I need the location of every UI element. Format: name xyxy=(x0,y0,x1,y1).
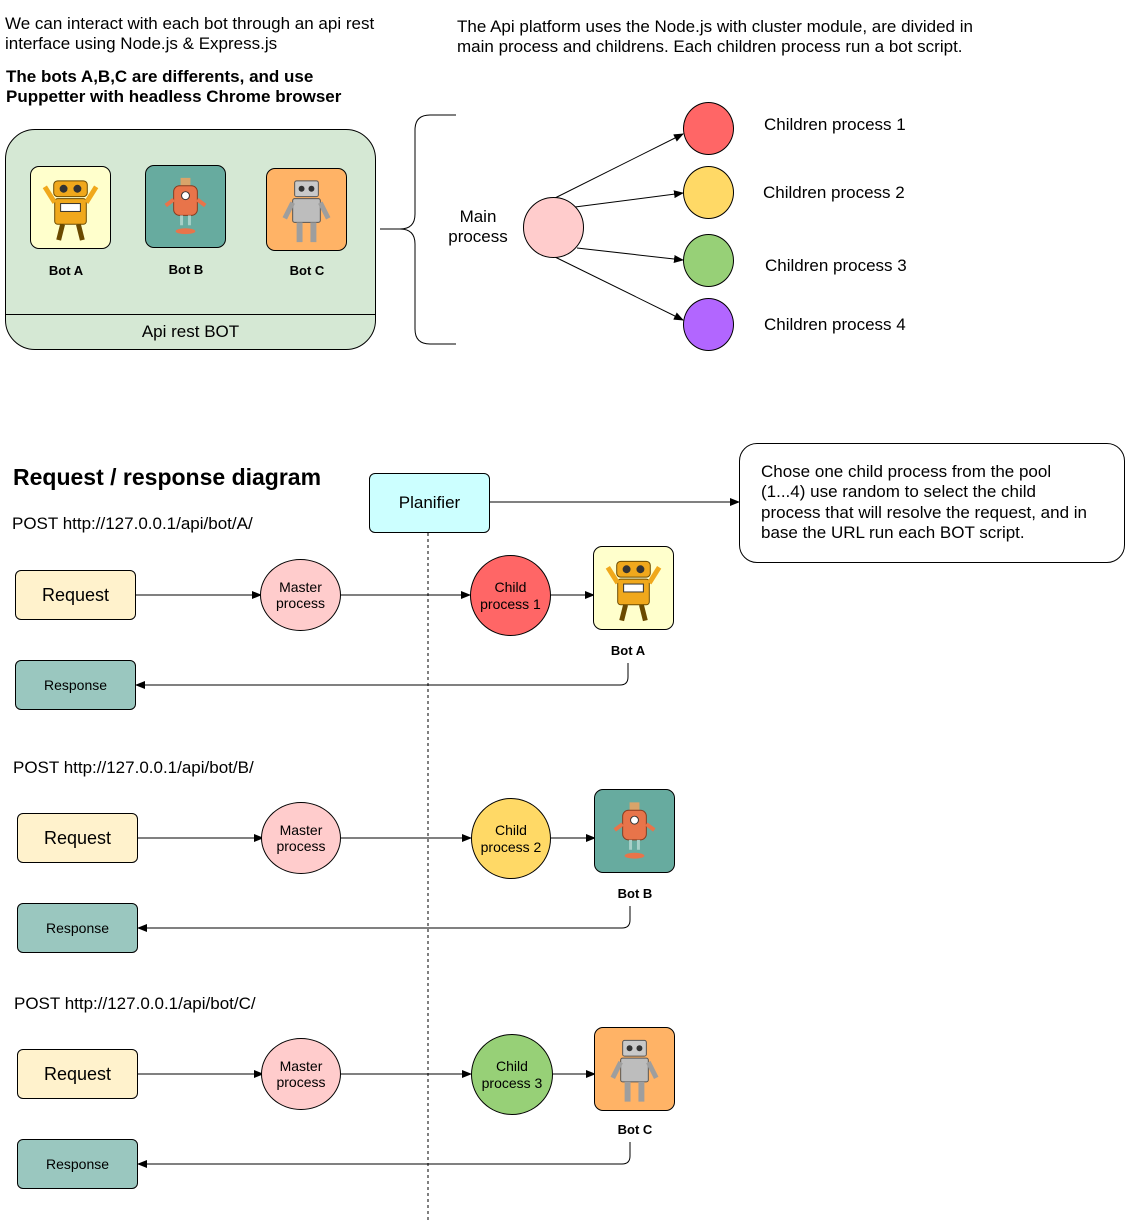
flow-b-master-node: Master process xyxy=(261,802,341,874)
main-process-node xyxy=(523,197,584,258)
planifier-note-text: Chose one child process from the pool (1… xyxy=(761,462,1088,543)
flow-c-request-box: Request xyxy=(17,1049,138,1099)
planifier-note: Chose one child process from the pool (1… xyxy=(739,443,1125,563)
child-process-label-4: Children process 4 xyxy=(764,315,906,334)
robot-a-icon xyxy=(605,560,662,622)
robot-c-icon xyxy=(610,1039,659,1102)
arrow-main-to-child-2 xyxy=(574,190,684,208)
child-process-node-4 xyxy=(683,298,734,351)
bot-b-image xyxy=(145,165,226,248)
flow-a-master-node: Master process xyxy=(260,559,341,631)
flow-c-bot-label: Bot C xyxy=(617,1122,653,1137)
platform-intro-text: The Api platform uses the Node.js with c… xyxy=(457,17,973,57)
api-intro-text: We can interact with each bot through an… xyxy=(5,14,375,54)
flow-b-request-box: Request xyxy=(17,813,138,863)
bot-c-image xyxy=(266,168,347,251)
arrow-bot-to-response-b xyxy=(137,906,631,932)
arrow-bot-to-response-a xyxy=(135,663,629,689)
arrow-main-to-child-3 xyxy=(576,247,684,263)
arrow-main-to-child-4 xyxy=(554,256,684,321)
flow-c-child-node: Child process 3 xyxy=(471,1034,553,1115)
planifier-box: Planifier xyxy=(369,473,490,533)
api-panel-label: Api rest BOT xyxy=(141,322,240,341)
flow-a-response-box: Response xyxy=(15,660,136,710)
flow-c-master-node: Master process xyxy=(261,1038,341,1110)
child-process-node-3 xyxy=(683,234,734,287)
bot-a-image xyxy=(30,166,111,249)
bots-intro-text: The bots A,B,C are differents, and use P… xyxy=(6,67,342,107)
sequence-title: Request / response diagram xyxy=(13,464,322,490)
flow-a-child-node: Child process 1 xyxy=(470,555,551,636)
flow-a-request-box: Request xyxy=(15,570,136,620)
child-process-label-1: Children process 1 xyxy=(764,115,906,134)
arrow-main-to-child-1 xyxy=(552,133,684,200)
flow-a-url: POST http://127.0.0.1/api/bot/A/ xyxy=(12,514,253,533)
child-process-label-3: Children process 3 xyxy=(765,256,907,275)
bot-b-label: Bot B xyxy=(168,262,204,277)
bot-a-label: Bot A xyxy=(48,263,84,278)
arrow-bot-to-response-c xyxy=(137,1142,631,1168)
flow-a-bot-label: Bot A xyxy=(610,643,646,658)
flow-b-child-node: Child process 2 xyxy=(471,798,551,879)
child-process-node-1 xyxy=(683,102,734,155)
robot-a-icon xyxy=(42,180,99,241)
flow-a-bot-image xyxy=(593,546,674,630)
cluster-brace xyxy=(380,114,456,345)
robot-c-icon xyxy=(282,180,331,243)
flow-c-bot-image xyxy=(594,1027,675,1111)
flow-c-url: POST http://127.0.0.1/api/bot/C/ xyxy=(14,994,256,1013)
child-process-label-2: Children process 2 xyxy=(763,183,905,202)
flow-c-response-box: Response xyxy=(17,1139,138,1189)
api-panel-divider xyxy=(6,314,375,315)
flow-b-bot-label: Bot B xyxy=(617,886,653,901)
main-process-label: Main process xyxy=(448,207,508,247)
robot-b-icon xyxy=(164,177,207,235)
robot-b-icon xyxy=(613,802,656,859)
flow-b-response-box: Response xyxy=(17,903,138,953)
flow-b-url: POST http://127.0.0.1/api/bot/B/ xyxy=(13,758,254,777)
child-process-node-2 xyxy=(683,166,734,219)
flow-b-bot-image xyxy=(594,789,675,873)
bot-c-label: Bot C xyxy=(289,263,325,278)
